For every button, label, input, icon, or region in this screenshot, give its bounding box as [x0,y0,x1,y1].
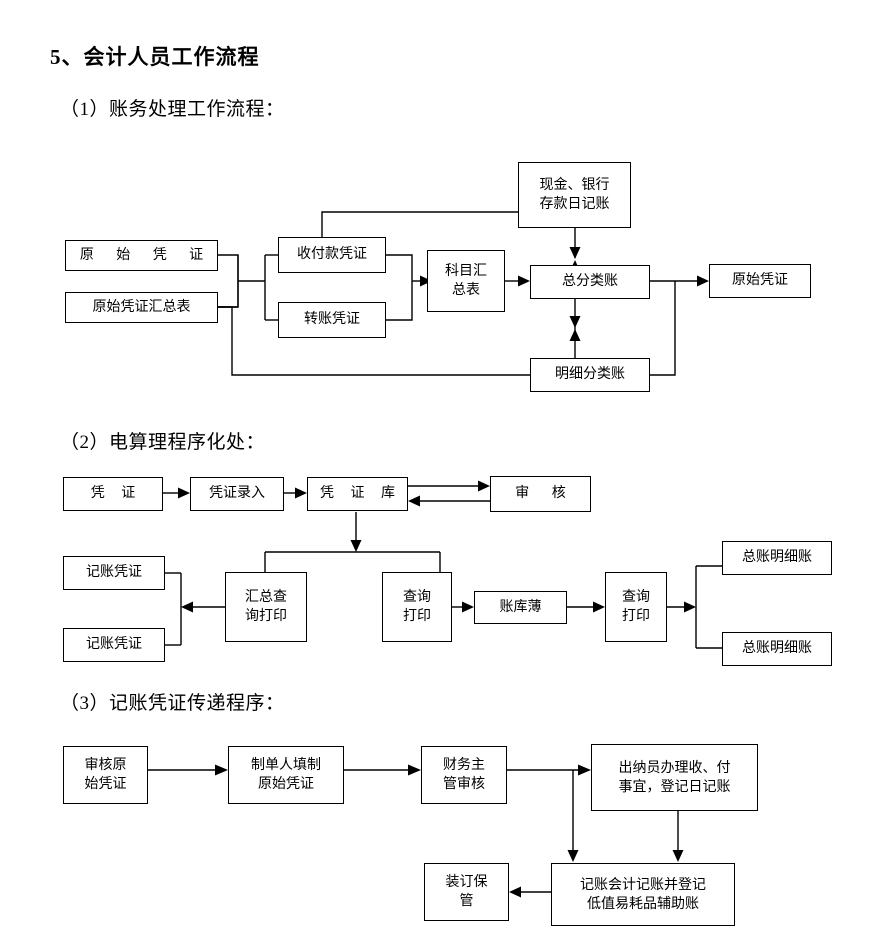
chart2-node-label-line1: 汇总查 [245,589,287,606]
chart2-node-label-line1: 查询 [403,589,431,606]
chart3-node-binding-storage[interactable]: 装订保 管 [424,863,509,921]
chart1-node-account-summary-table[interactable]: 科目汇 总表 [427,250,505,312]
chart2-node-label: 记账凭证 [86,636,142,653]
chart1-node-subsidiary-ledger[interactable]: 明细分类账 [530,358,650,392]
chart3-node-label-line1: 财务主 [443,757,485,774]
chart2-node-ledger-book[interactable]: 账库薄 [474,591,567,624]
chart1-node-label-line2: 总表 [452,282,480,298]
chart2-node-label: 账库薄 [499,598,542,615]
chart2-node-label: 凭 证 库 [320,485,401,502]
chart2-node-label: 凭 证 [90,485,142,502]
chart3-node-label-line2: 低值易耗品辅助账 [587,895,699,912]
chart2-node-voucher-entry[interactable]: 凭证录入 [190,477,284,511]
chart3-node-finance-manager-review[interactable]: 财务主 管审核 [421,746,507,804]
chart1-node-label-line1: 科目汇 [445,263,487,280]
chart2-node-label-line2: 打印 [403,608,431,624]
chart1-node-label: 原始凭证汇总表 [92,298,191,315]
chart3-node-verify-original-voucher[interactable]: 审核原 始凭证 [63,746,148,804]
chart1-node-receipt-payment-voucher[interactable]: 收付款凭证 [278,237,386,273]
chart1-node-label-line2: 存款日记账 [539,196,610,212]
chart3-node-label-line1: 制单人填制 [251,757,321,774]
chart3-node-label-line2: 原始凭证 [258,776,314,792]
chart2-node-query-print-1[interactable]: 查询 打印 [382,572,452,642]
chart1-node-label: 原 始 凭 证 [79,246,213,263]
chart2-node-label: 凭证录入 [209,485,265,502]
chart2-node-voucher[interactable]: 凭 证 [63,477,163,511]
chart1-node-original-voucher-summary[interactable]: 原始凭证汇总表 [65,292,218,323]
chart2-node-label: 审 核 [515,485,575,502]
chart2-node-label-line2: 询打印 [245,608,287,624]
chart1-node-label: 收付款凭证 [297,246,367,263]
page-title: 5、会计人员工作流程 [50,45,260,69]
chart3-node-label-line2: 事宜，登记日记账 [618,778,731,795]
chart1-node-label-line1: 现金、银行 [539,177,610,194]
chart1-node-original-voucher-out[interactable]: 原始凭证 [709,264,811,298]
section-2-title: （2）电算理程序化处： [60,432,266,453]
chart1-node-label: 原始凭证 [732,272,788,289]
chart3-node-label-line2: 管 [459,893,474,909]
chart3-node-label-line1: 装订保 [445,874,488,891]
chart1-node-label: 明细分类账 [555,366,625,383]
chart3-node-preparer-fills-voucher[interactable]: 制单人填制 原始凭证 [228,746,344,804]
chart2-node-summary-query-print[interactable]: 汇总查 询打印 [225,572,307,642]
chart2-node-label: 总账明细账 [742,549,812,566]
chart1-node-cash-bank-journal[interactable]: 现金、银行 存款日记账 [518,162,631,228]
chart2-node-voucher-library[interactable]: 凭 证 库 [307,477,408,511]
chart2-node-label-line2: 打印 [622,608,650,624]
chart2-node-accounting-voucher-2[interactable]: 记账凭证 [63,628,165,662]
chart1-node-general-ledger[interactable]: 总分类账 [530,265,650,299]
chart1-node-transfer-voucher[interactable]: 转账凭证 [278,302,386,338]
chart1-node-label: 总分类账 [562,273,618,290]
chart2-node-label: 记账凭证 [86,564,142,581]
chart2-node-general-subsidiary-ledger-2[interactable]: 总账明细账 [722,632,832,666]
chart1-node-original-voucher[interactable]: 原 始 凭 证 [65,240,218,271]
chart2-node-general-subsidiary-ledger-1[interactable]: 总账明细账 [722,541,832,575]
chart3-node-bookkeeper-records[interactable]: 记账会计记账并登记 低值易耗品辅助账 [551,863,735,926]
section-1-title: （1）账务处理工作流程： [60,99,285,120]
chart3-node-label-line2: 始凭证 [84,776,127,792]
chart3-node-cashier-handles-receipts[interactable]: 出纳员办理收、付 事宜，登记日记账 [591,744,758,811]
chart3-node-label-line2: 管审核 [443,776,485,792]
chart2-node-accounting-voucher-1[interactable]: 记账凭证 [63,556,165,590]
chart2-node-label-line1: 查询 [622,589,650,606]
chart1-node-label: 转账凭证 [304,311,360,328]
chart3-node-label-line1: 审核原 [84,757,127,774]
section-3-title: （3）记账凭证传递程序： [60,693,285,714]
chart3-node-label-line1: 记账会计记账并登记 [580,876,706,893]
chart2-node-query-print-2[interactable]: 查询 打印 [605,572,667,642]
chart3-node-label-line1: 出纳员办理收、付 [618,759,731,776]
chart2-node-audit[interactable]: 审 核 [490,476,591,512]
chart2-node-label: 总账明细账 [742,640,812,657]
